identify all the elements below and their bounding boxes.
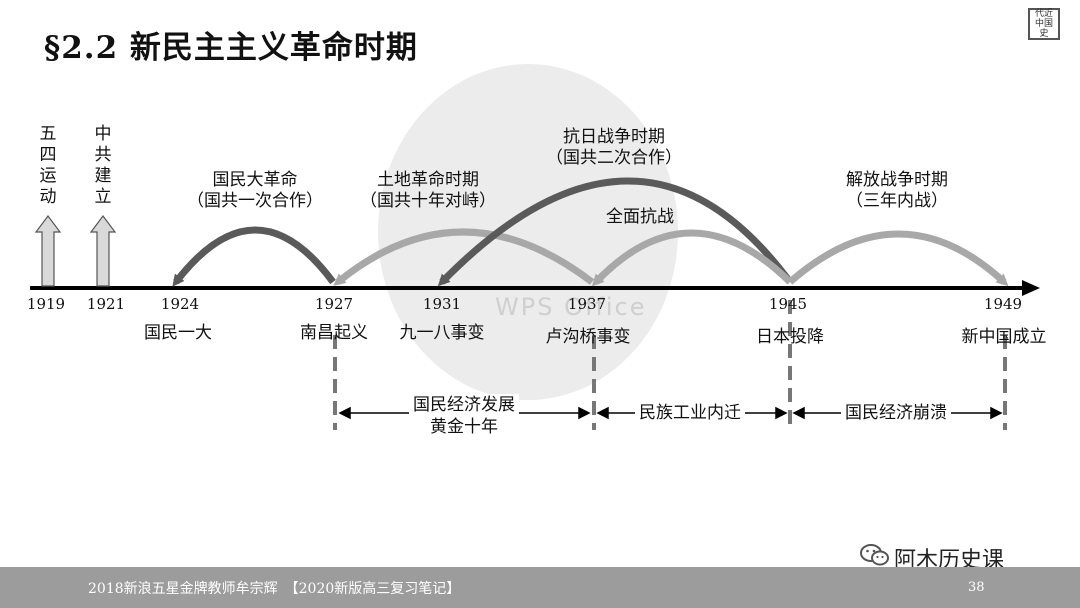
event-nanchang-uprising: 南昌起义 [300,323,368,343]
logo: 代近 中国 史 [1028,8,1060,40]
arc-1945-1937 [591,229,793,287]
footer-text: 2018新浪五星金牌教师牟宗辉 【2020新版高三复习笔记】 [88,581,461,597]
year-1927: 1927 [314,295,354,313]
footer-bar [0,567,1080,608]
period-anti-japanese-war: 抗日战争时期（国共二次合作） [546,127,682,168]
year-1945: 1945 [768,295,808,313]
axis-arrowhead [1022,280,1040,296]
economy-industry-relocation: 民族工业内迁 [635,402,745,424]
economy-golden-decade: 国民经济发展黄金十年 [409,394,519,438]
year-1949: 1949 [983,295,1023,313]
event-ccp-founding: 中共建立 [94,124,112,207]
year-1919: 1919 [26,295,66,313]
arc-1945-1949 [787,230,1009,287]
economy-collapse: 国民经济崩溃 [841,402,951,424]
arc-1945-1931 [437,177,793,287]
page-title: §2.2 新民主主义革命时期 [44,30,418,66]
arc-1937-1927 [333,228,595,286]
period-liberation-war: 解放战争时期（三年内战） [846,170,948,211]
event-may-fourth: 五四运动 [39,124,57,207]
event-japan-surrender: 日本投降 [756,327,824,347]
year-1921: 1921 [86,295,126,313]
arc-1927-1924 [172,226,336,287]
up-arrow-1919 [34,215,62,287]
event-marco-polo-bridge: 卢沟桥事变 [545,327,631,347]
event-prc-founding: 新中国成立 [961,327,1047,347]
watermark-circle [378,64,678,400]
page-number: 38 [968,580,985,595]
event-first-congress: 国民一大 [144,323,212,343]
up-arrow-1921 [89,215,117,287]
year-1937: 1937 [567,295,607,313]
wechat-icon [860,543,890,573]
watermark-text: WPS Office [495,293,647,321]
period-full-scale-war: 全面抗战 [606,207,674,227]
period-national-revolution: 国民大革命（国共一次合作） [187,170,323,211]
event-mukden-incident: 九一八事变 [399,323,485,343]
year-1931: 1931 [422,295,462,313]
period-land-revolution: 土地革命时期（国共十年对峙） [360,170,496,211]
year-1924: 1924 [160,295,200,313]
